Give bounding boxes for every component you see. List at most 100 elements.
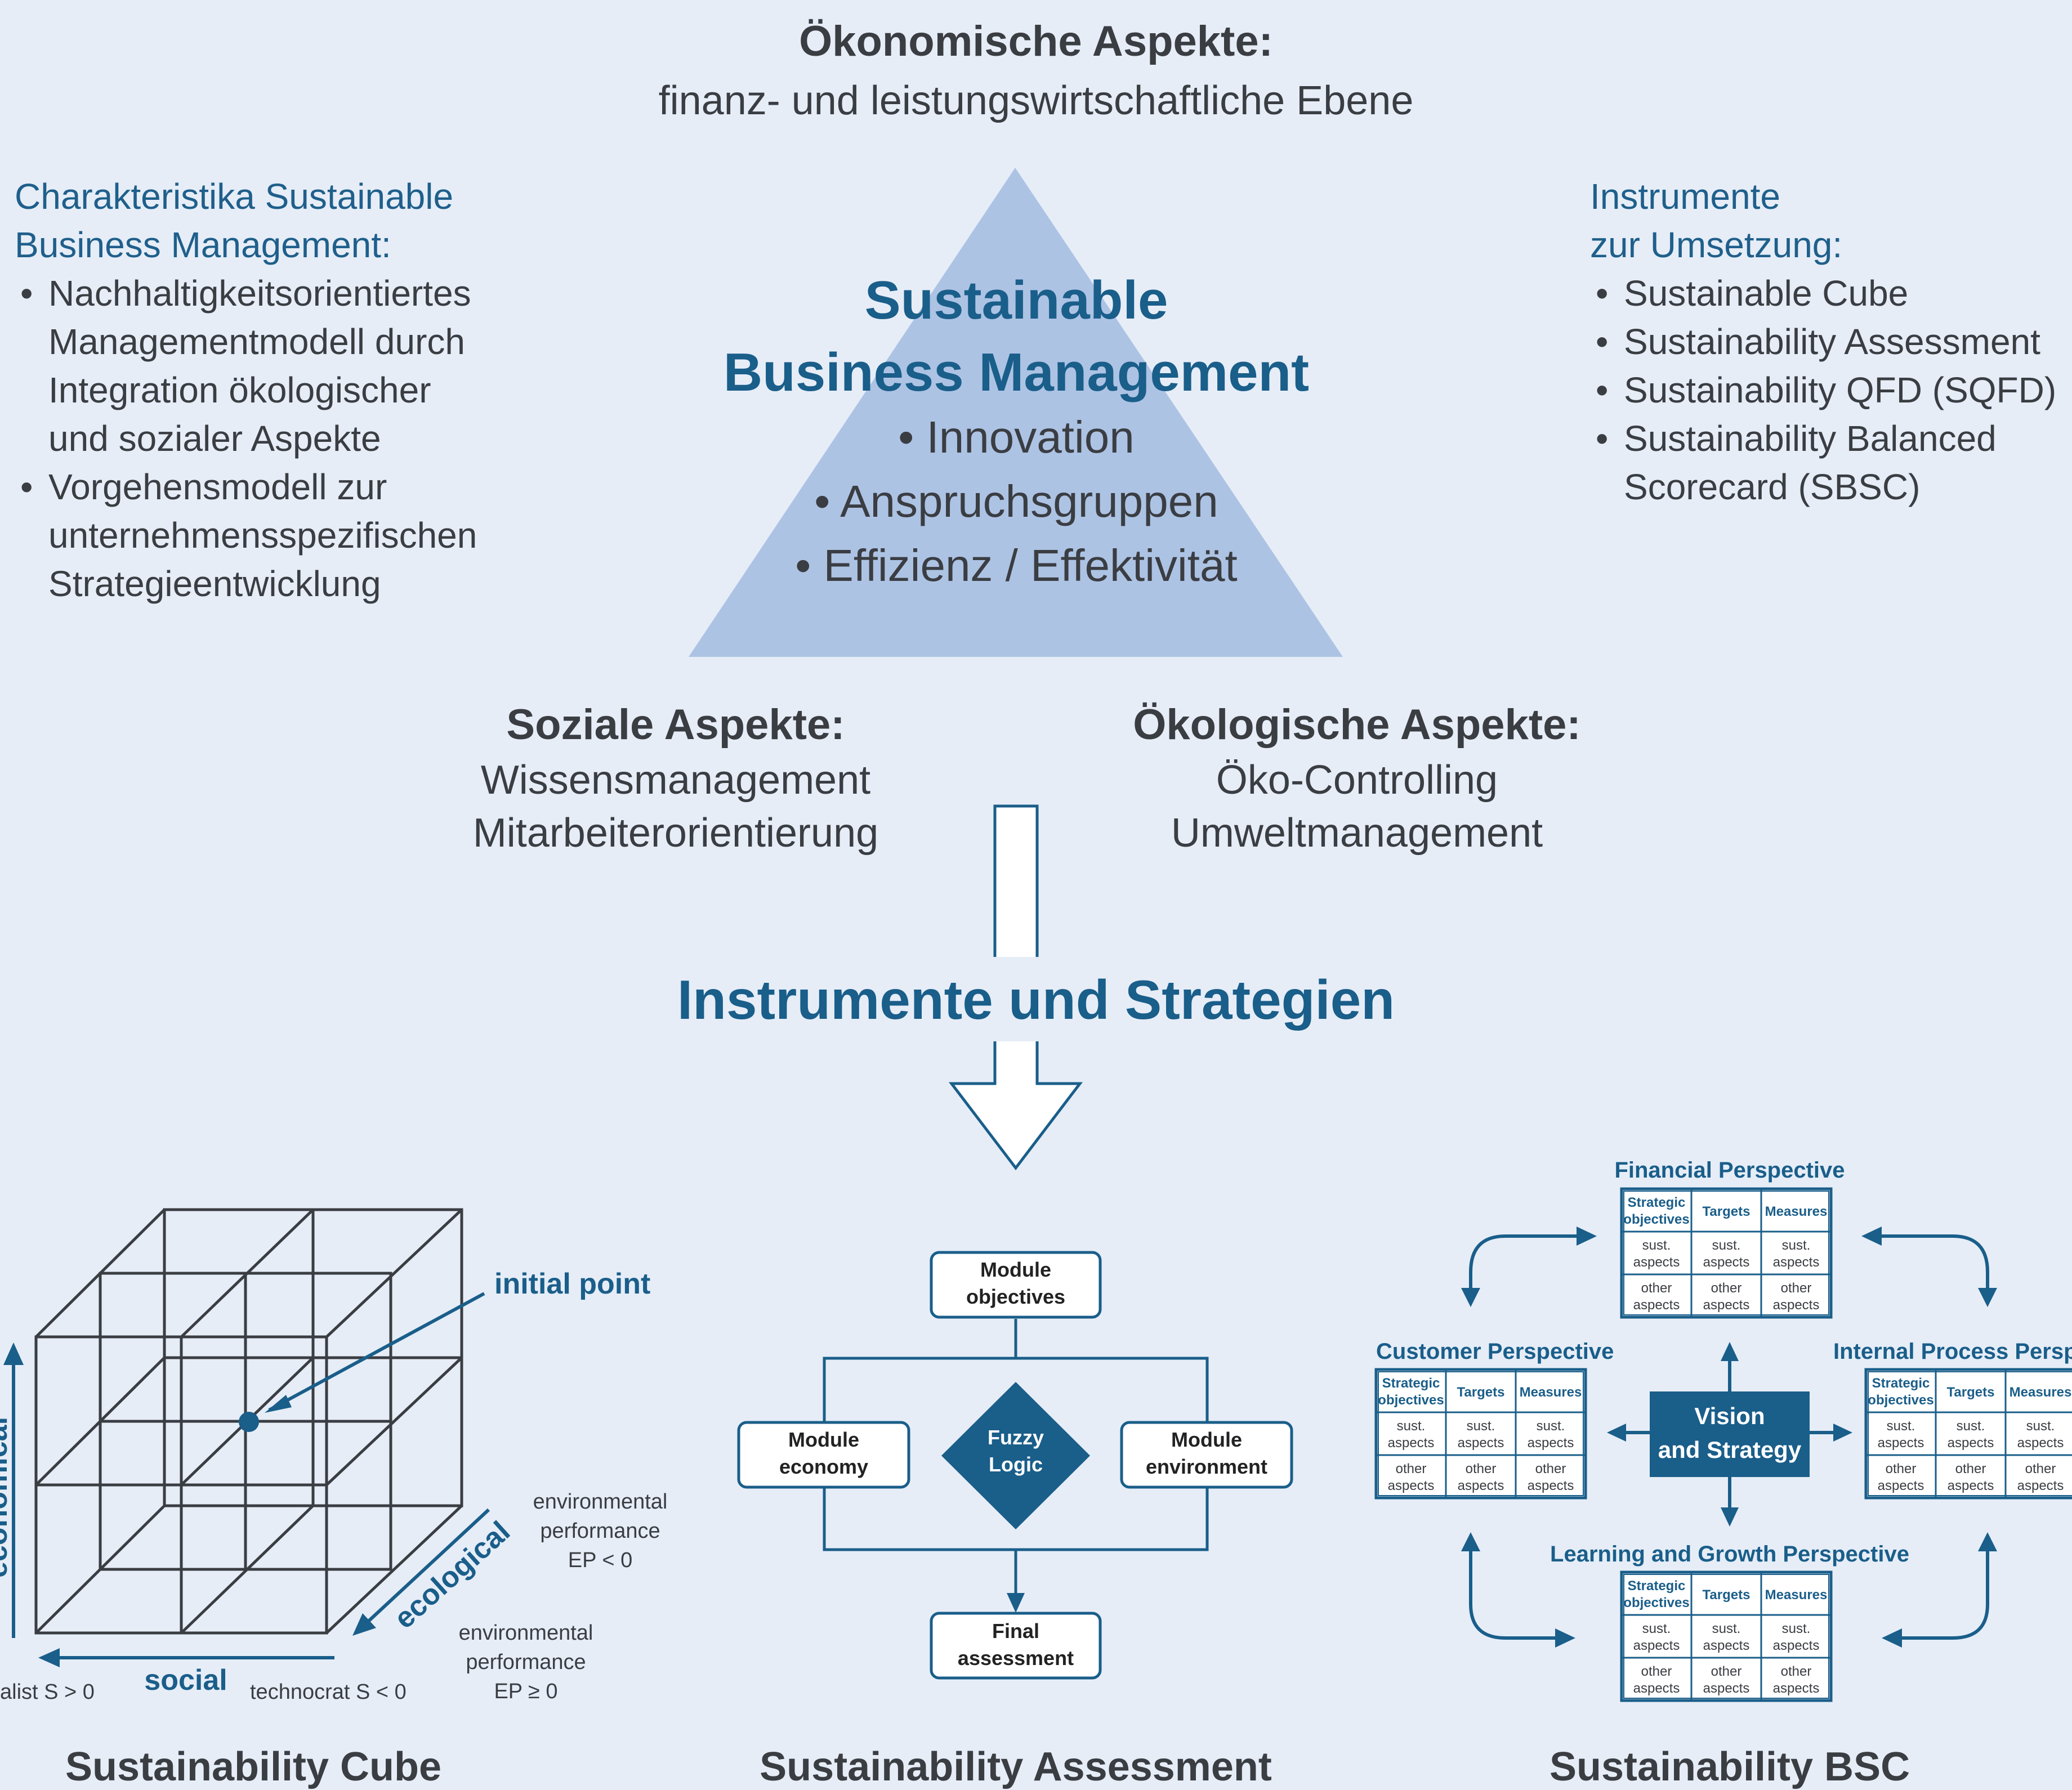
bsc-cell-sust-2: aspects: [1948, 1435, 1994, 1451]
sbm-title-line1: Sustainable: [864, 270, 1168, 330]
arrowhead: [1607, 1424, 1626, 1442]
fuzzy-logic-label-2: Logic: [989, 1453, 1043, 1476]
bsc-cell-other-1: other: [1466, 1461, 1497, 1476]
env-performance-lt-label-1: environmental: [533, 1490, 668, 1514]
bsc-table: [1620, 1187, 1833, 1319]
bsc-header-objectives-1: Strategic: [1382, 1376, 1440, 1391]
bsc-cell-sust-1: sust.: [1782, 1621, 1811, 1636]
bsc-header-measures: Measures: [1765, 1204, 1828, 1219]
bsc-cell-sust-2: aspects: [1388, 1435, 1435, 1451]
final-assessment-label-1: Final: [992, 1619, 1039, 1643]
bsc-table-inner-border: [1623, 1574, 1829, 1699]
arrowhead: [1721, 1342, 1739, 1361]
bsc-cell-sust-1: sust.: [2026, 1418, 2055, 1434]
bsc-caption: Sustainability BSC: [1549, 1744, 1910, 1789]
economical-axis-arrowhead: [3, 1342, 24, 1365]
economic-aspects-subtitle: finanz- und leistungswirtschaftliche Ebe…: [658, 78, 1414, 123]
instruments-item-line: Scorecard (SBSC): [1624, 467, 1921, 507]
bsc-cell-other-1: other: [1886, 1461, 1917, 1476]
arrowhead: [1978, 1288, 1997, 1307]
bsc-cell-other-1: other: [1711, 1281, 1742, 1296]
sbm-list-item: Anspruchsgruppen: [563, 469, 1470, 534]
bsc-perspective-title: Financial Perspective: [1614, 1158, 1845, 1183]
arrowhead: [1461, 1288, 1480, 1307]
bsc-header-measures: Measures: [1765, 1587, 1828, 1603]
initial-point-label: initial point: [494, 1268, 650, 1300]
ecological-aspects-block: Ökologische Aspekte: Öko-Controlling Umw…: [1075, 700, 1638, 856]
social-aspects-block: Soziale Aspekte: Wissensmanagement Mitar…: [394, 700, 957, 856]
ecological-aspects-title: Ökologische Aspekte:: [1133, 701, 1581, 749]
bsc-table: [1864, 1368, 2072, 1500]
env-performance-ge-label-1: environmental: [459, 1621, 593, 1645]
social-left-label: alist S > 0: [0, 1680, 95, 1704]
vision-arrowheads: [1461, 1227, 1997, 1648]
cube-depth-edge: [325, 1209, 463, 1338]
cube-depth-edge: [180, 1209, 314, 1338]
bsc-cell-other-2: aspects: [1458, 1478, 1504, 1493]
instruments-item: Sustainability Assessment: [1590, 317, 2069, 366]
bsc-cell-other-1: other: [1641, 1664, 1672, 1679]
bsc-cell-sust-1: sust.: [1397, 1418, 1426, 1434]
bsc-cell-sust-2: aspects: [1458, 1435, 1504, 1451]
bsc-cell-sust-2: aspects: [1773, 1255, 1820, 1270]
connector-arrowhead: [1007, 1593, 1025, 1613]
env-performance-ge-label-2: performance: [466, 1650, 586, 1674]
bsc-header-targets: Targets: [1457, 1385, 1505, 1400]
bsc-table-inner-border: [1868, 1371, 2072, 1496]
bsc-cell-other-2: aspects: [1703, 1297, 1750, 1313]
arrowhead: [1882, 1628, 1902, 1648]
bsc-table-inner-border: [1378, 1371, 1584, 1496]
bsc-cell-sust-2: aspects: [1878, 1435, 1924, 1451]
cube-initial-point-dot: [239, 1412, 259, 1432]
instruments-item-line: Sustainability Assessment: [1624, 321, 2040, 362]
module-economy-label-2: economy: [779, 1455, 868, 1478]
bsc-header-targets: Targets: [1703, 1587, 1751, 1603]
bsc-cell-other-2: aspects: [1633, 1297, 1680, 1313]
characteristics-heading-line1: Charakteristika Sustainable: [15, 176, 454, 217]
vision-label-2: and Strategy: [1658, 1437, 1802, 1463]
cube-depth-edge: [35, 1357, 166, 1486]
instruments-item-line: Sustainable Cube: [1624, 273, 1909, 314]
cycle-arrow-path: [1897, 1549, 1989, 1640]
bsc-header-measures: Measures: [2010, 1385, 2072, 1400]
instruments-item-line: Sustainability Balanced: [1624, 418, 1997, 459]
cycle-arrow-path: [1872, 1234, 1989, 1292]
arrowhead: [1978, 1532, 1997, 1551]
fuzzy-logic-diamond: [941, 1382, 1090, 1529]
cycle-arrow-path: [1469, 1549, 1560, 1640]
bsc-cell-other-2: aspects: [1878, 1478, 1924, 1493]
bsc-financial-perspective: Financial PerspectiveStrategicobjectives…: [1614, 1158, 1845, 1319]
bsc-header-objectives-2: objectives: [1378, 1393, 1444, 1408]
sbm-list-item: Innovation: [563, 405, 1470, 469]
bsc-perspective-title: Customer Perspective: [1376, 1339, 1614, 1364]
bsc-table-inner-border: [1623, 1191, 1829, 1315]
bsc-header-objectives-1: Strategic: [1872, 1376, 1930, 1391]
bsc-cell-other-2: aspects: [1703, 1681, 1750, 1696]
sbm-list-item: Effizienz / Effektivität: [563, 534, 1470, 598]
social-axis-arrowhead: [38, 1648, 60, 1667]
bsc-cell-other-2: aspects: [1948, 1478, 1994, 1493]
characteristics-item: Vorgehensmodell zur unternehmensspezifis…: [15, 463, 578, 608]
cube-depth-edge: [35, 1505, 166, 1634]
cycle-arrow-path: [1469, 1234, 1592, 1292]
instruments-heading-line1: Instrumente: [1590, 176, 1780, 217]
vision-connectors: [1469, 1234, 1989, 1640]
env-performance-lt-label-2: performance: [540, 1519, 660, 1543]
characteristics-item-line: unternehmensspezifischen: [48, 515, 477, 556]
bsc-cell-other-2: aspects: [2017, 1478, 2064, 1493]
characteristics-item-line: Vorgehensmodell zur: [48, 467, 387, 507]
bsc-cell-sust-1: sust.: [1887, 1418, 1915, 1434]
economic-aspects-title: Ökonomische Aspekte:: [799, 17, 1273, 65]
cube-depth-edge: [180, 1505, 314, 1634]
arrowhead: [1461, 1532, 1480, 1551]
characteristics-item-line: Nachhaltigkeitsorientiertes: [48, 273, 471, 314]
bsc-header-objectives-1: Strategic: [1628, 1578, 1686, 1594]
bsc-perspective-title: Learning and Growth Perspective: [1550, 1542, 1909, 1567]
module-economy-box: [737, 1421, 910, 1489]
arrowhead: [1577, 1227, 1597, 1246]
bsc-cell-sust-2: aspects: [1703, 1638, 1750, 1653]
ecological-aspects-line: Umweltmanagement: [1171, 811, 1543, 856]
bsc-perspective-title: Internal Process Perspective: [1833, 1339, 2072, 1364]
bsc-cell-other-1: other: [2025, 1461, 2056, 1476]
bsc-cell-other-2: aspects: [1528, 1478, 1574, 1493]
